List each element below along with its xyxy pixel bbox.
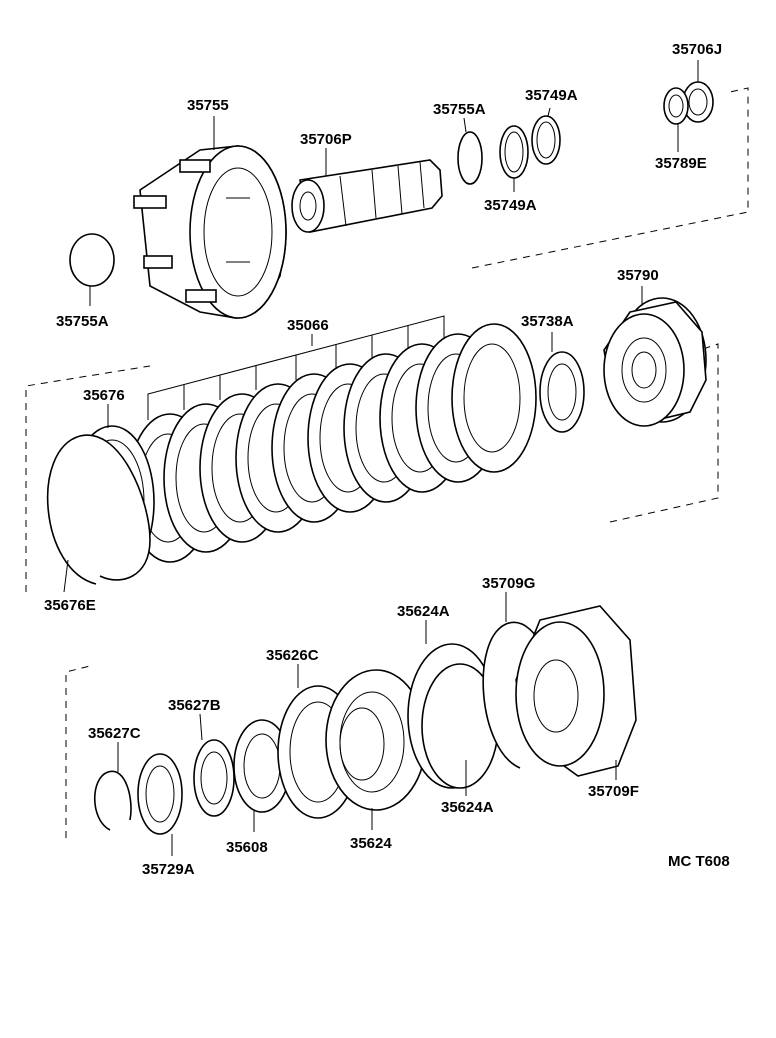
label-35706P: 35706P	[300, 131, 352, 148]
clutch-plate-inner	[463, 343, 521, 453]
plate-35729A	[137, 753, 183, 835]
label-35749A-top: 35749A	[525, 87, 578, 104]
label-35755: 35755	[187, 97, 229, 114]
bracket-35066	[147, 315, 445, 420]
label-35729A: 35729A	[142, 861, 195, 878]
label-35608: 35608	[226, 839, 268, 856]
label-35789E: 35789E	[655, 155, 707, 172]
clutch-plate	[451, 323, 537, 473]
snap-ring-35755A-top	[457, 131, 483, 185]
label-35624A-top: 35624A	[397, 603, 450, 620]
label-35755A-top: 35755A	[433, 101, 486, 118]
diagram-code: MC T608	[668, 853, 730, 870]
label-35676E: 35676E	[44, 597, 96, 614]
snap-ring-35676E	[46, 434, 151, 585]
clutch-plate-stack-35066	[127, 323, 537, 563]
drum-35709F	[515, 605, 637, 777]
label-35626C: 35626C	[266, 647, 319, 664]
leader-lines	[63, 60, 699, 856]
bottom-group-boundary	[65, 665, 91, 838]
gear-35790	[603, 297, 707, 427]
label-35738A: 35738A	[521, 313, 574, 330]
label-35755A-left: 35755A	[56, 313, 109, 330]
label-35066: 35066	[287, 317, 329, 334]
drum-35755	[133, 145, 287, 319]
middle-group-boundary	[25, 343, 719, 592]
snap-ring-35627C	[93, 770, 132, 831]
label-35676: 35676	[83, 387, 125, 404]
label-35627C: 35627C	[88, 725, 141, 742]
label-35749A-bottom: 35749A	[484, 197, 537, 214]
top-group-boundary	[471, 87, 749, 269]
race-35789E	[663, 87, 689, 125]
label-35624: 35624	[350, 835, 392, 852]
disc-35755A-left	[69, 233, 115, 287]
washer-35738A	[539, 351, 585, 433]
label-35624A-bottom: 35624A	[441, 799, 494, 816]
race-35627B	[193, 739, 235, 817]
label-35709F: 35709F	[588, 783, 639, 800]
label-35627B: 35627B	[168, 697, 221, 714]
label-35706J: 35706J	[672, 41, 722, 58]
part-labels: 35706J 35749A 35755 35755A 35706P 35789E…	[44, 41, 730, 878]
label-35709G: 35709G	[482, 575, 535, 592]
ring-35749A-b	[531, 115, 561, 165]
shaft-35706P	[291, 159, 443, 233]
ring-35749A-a	[499, 125, 529, 179]
label-35790: 35790	[617, 267, 659, 284]
